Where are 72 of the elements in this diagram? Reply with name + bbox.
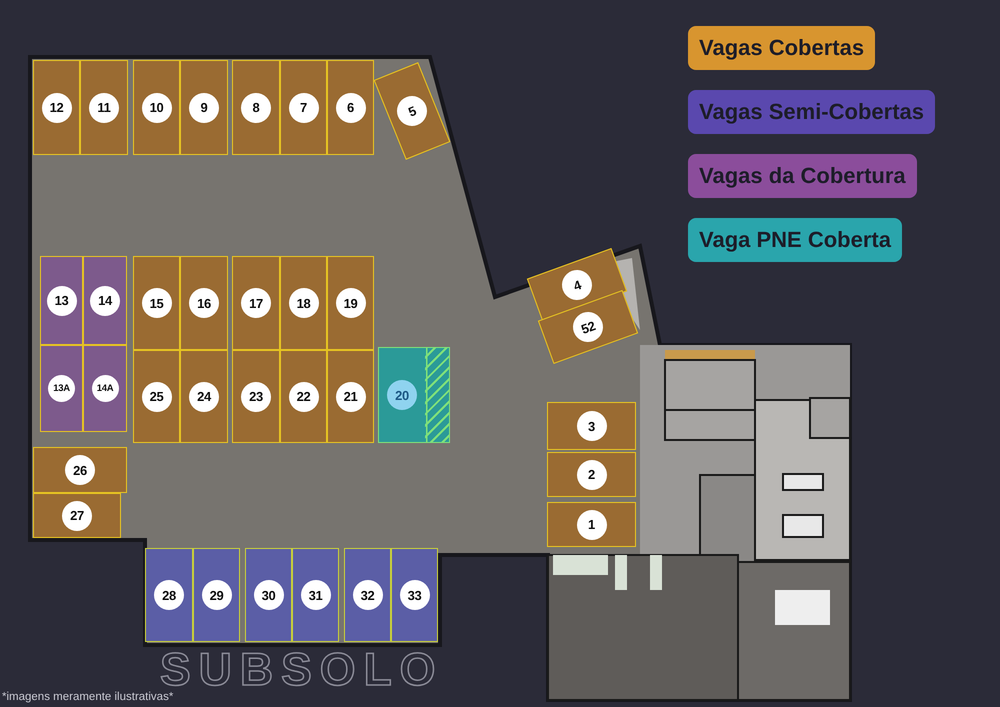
parking-space xyxy=(280,256,327,350)
space-number: 14A xyxy=(92,375,118,402)
space-number: 24 xyxy=(189,382,219,412)
parking-space xyxy=(327,350,374,443)
space-number: 13 xyxy=(46,286,76,316)
parking-space xyxy=(292,548,339,642)
parking-space xyxy=(33,493,121,538)
parking-space xyxy=(193,548,240,642)
parking-space xyxy=(245,548,292,642)
space-number: 7 xyxy=(288,92,318,122)
parking-space xyxy=(40,256,83,345)
title: SUBSOLO xyxy=(160,646,444,692)
parking-space xyxy=(280,60,327,155)
space-number: 26 xyxy=(65,455,95,485)
parking-space xyxy=(232,256,280,350)
space-number: 18 xyxy=(288,288,318,318)
parking-space xyxy=(80,60,128,155)
space-number: 33 xyxy=(400,580,430,610)
space-number: 9 xyxy=(189,92,219,122)
space-number: 10 xyxy=(142,92,172,122)
space-number: 2 xyxy=(576,460,606,490)
legend-label: Vagas Cobertas xyxy=(688,26,876,70)
parking-space xyxy=(378,347,450,443)
space-number: 1 xyxy=(576,510,606,540)
parking-space xyxy=(180,60,228,155)
space-number: 22 xyxy=(288,382,318,412)
space-number: 17 xyxy=(241,288,271,318)
space-number: 14 xyxy=(90,286,120,316)
space-number: 23 xyxy=(241,382,271,412)
space-number: 31 xyxy=(300,580,330,610)
space-number: 19 xyxy=(336,288,366,318)
parking-space xyxy=(180,350,228,443)
parking-space xyxy=(83,256,127,345)
space-number: 16 xyxy=(189,288,219,318)
space-number: 15 xyxy=(142,288,172,318)
space-number: 32 xyxy=(352,580,382,610)
space-number: 11 xyxy=(89,92,119,122)
parking-space xyxy=(327,60,374,155)
parking-space xyxy=(232,350,280,443)
space-number: 21 xyxy=(336,382,366,412)
parking-space xyxy=(133,60,180,155)
parking-space xyxy=(83,345,127,432)
parking-space xyxy=(145,548,193,642)
parking-space xyxy=(232,60,280,155)
parking-space xyxy=(133,350,180,443)
parking-space xyxy=(391,548,438,642)
space-number: 30 xyxy=(254,580,284,610)
parking-space xyxy=(547,502,636,547)
space-number: 28 xyxy=(154,580,184,610)
space-number: 20 xyxy=(387,380,417,410)
legend-label: Vagas Semi-Cobertas xyxy=(688,90,935,134)
parking-space xyxy=(40,345,83,432)
space-number: 29 xyxy=(202,580,232,610)
parking-space xyxy=(547,452,636,497)
space-number: 8 xyxy=(241,92,271,122)
legend-label: Vagas da Cobertura xyxy=(688,154,917,198)
parking-space xyxy=(547,402,636,450)
space-number: 27 xyxy=(62,500,92,530)
parking-space xyxy=(33,447,127,493)
space-number: 3 xyxy=(576,411,606,441)
space-number: 25 xyxy=(142,382,172,412)
parking-space xyxy=(180,256,228,350)
caption: *imagens meramente ilustrativas* xyxy=(2,691,174,703)
legend-label: Vaga PNE Coberta xyxy=(688,218,902,262)
parking-space xyxy=(327,256,374,350)
space-number: 6 xyxy=(336,92,366,122)
space-number: 12 xyxy=(42,92,72,122)
space-number: 13A xyxy=(48,375,75,402)
parking-space xyxy=(33,60,80,155)
parking-space xyxy=(344,548,391,642)
parking-space xyxy=(133,256,180,350)
parking-space xyxy=(280,350,327,443)
